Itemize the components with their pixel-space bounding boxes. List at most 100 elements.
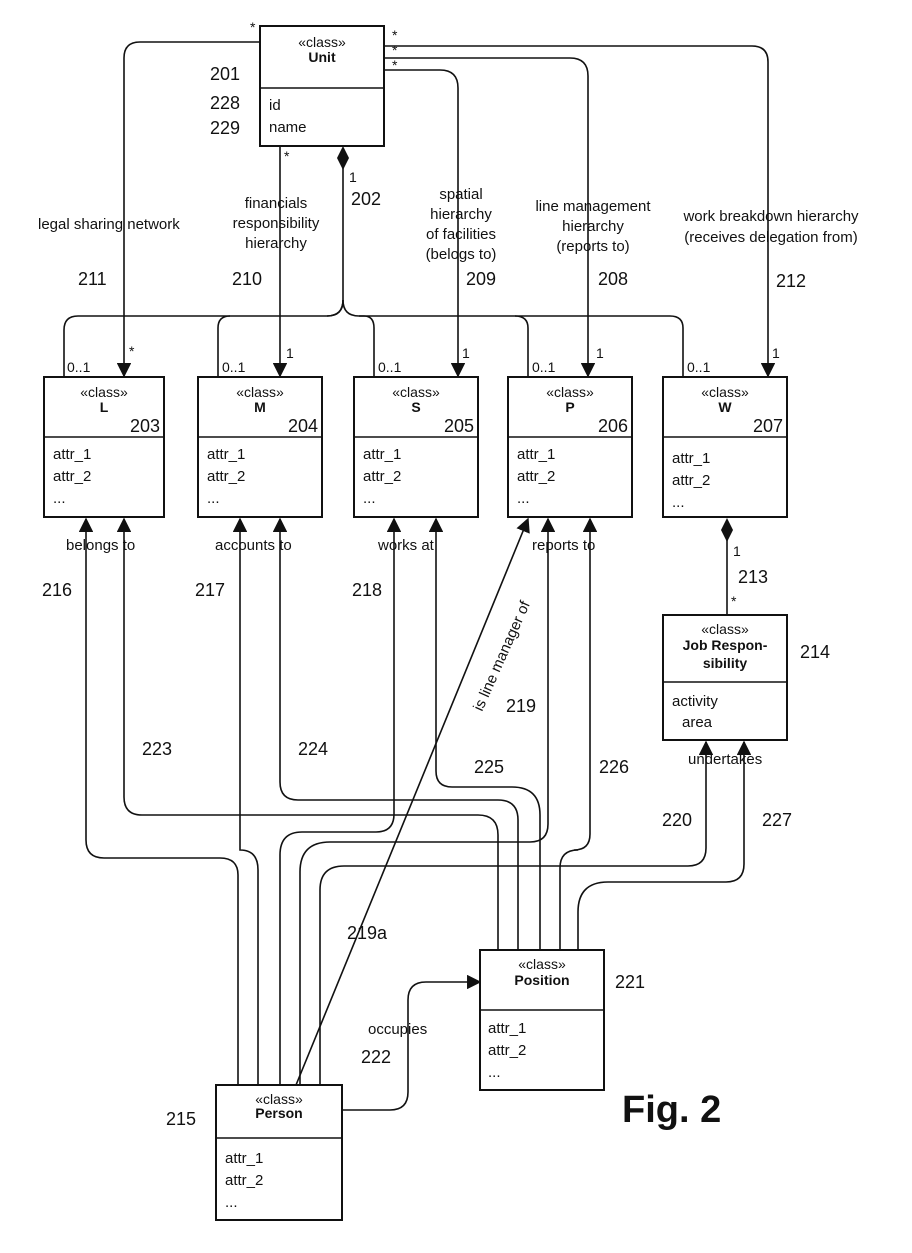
l-ref: 203 — [130, 416, 160, 436]
class-job-responsibility: «class» Job Respon- sibility activity ar… — [663, 615, 787, 740]
position-belongs-to-l — [124, 519, 498, 950]
composition-diamond-unit — [337, 146, 349, 170]
m-stereotype: «class» — [236, 384, 284, 400]
ref-212: 212 — [776, 271, 806, 291]
ref-210: 210 — [232, 269, 262, 289]
ref-224: 224 — [298, 739, 328, 759]
spatial-label-line-1: spatial — [439, 186, 482, 203]
ref-213: 213 — [738, 567, 768, 587]
ref-216: 216 — [42, 580, 72, 600]
ref-217: 217 — [195, 580, 225, 600]
m-attr-2: attr_2 — [207, 468, 245, 485]
ref-219a: 219a — [347, 923, 388, 943]
w-ref: 207 — [753, 416, 783, 436]
occupies-label: occupies — [368, 1021, 427, 1038]
unit-attr-id: id — [269, 97, 281, 114]
s-attr-more: ... — [363, 490, 376, 507]
spatial-label-line-4: (belogs to) — [426, 246, 497, 263]
mult-job-star: * — [731, 593, 737, 609]
connectors — [64, 42, 768, 1110]
financials-label-line-3: hierarchy — [245, 235, 307, 252]
ref-228: 228 — [210, 93, 240, 113]
position-attr-more: ... — [488, 1064, 501, 1081]
mult-unit-work-star: * — [392, 27, 398, 43]
l-class-name: L — [100, 399, 109, 415]
composition-diamond-w — [721, 518, 733, 542]
person-attr-2: attr_2 — [225, 1172, 263, 1189]
mult-w-job-one: 1 — [733, 543, 741, 559]
position-class-name: Position — [514, 972, 569, 988]
position-attr-2: attr_2 — [488, 1042, 526, 1059]
s-stereotype: «class» — [392, 384, 440, 400]
w-class-name: W — [718, 399, 732, 415]
mult-l-zero-one: 0..1 — [67, 359, 91, 375]
ref-225: 225 — [474, 757, 504, 777]
s-attr-2: attr_2 — [363, 468, 401, 485]
line-management-label-line-2: hierarchy — [562, 218, 624, 235]
financials-label-line-1: financials — [245, 195, 308, 212]
p-attr-more: ... — [517, 490, 530, 507]
unit-class-name: Unit — [308, 49, 336, 65]
position-accounts-to-m — [280, 519, 518, 950]
p-ref: 206 — [598, 416, 628, 436]
ref-201: 201 — [210, 64, 240, 84]
m-ref: 204 — [288, 416, 318, 436]
mult-w-zero-one: 0..1 — [687, 359, 711, 375]
job-stereotype: «class» — [701, 621, 749, 637]
unit-attr-name: name — [269, 119, 307, 136]
multiplicities: * * * * * 1 0..1 * 0..1 1 0..1 1 0..1 1 … — [67, 19, 780, 609]
m-class-name: M — [254, 399, 266, 415]
ref-214: 214 — [800, 642, 830, 662]
ref-215: 215 — [166, 1109, 196, 1129]
line-management-label-line-3: (reports to) — [556, 238, 629, 255]
class-position: «class» Position attr_1 attr_2 ... — [480, 950, 604, 1090]
m-attr-more: ... — [207, 490, 220, 507]
mult-m-one: 1 — [286, 345, 294, 361]
s-ref: 205 — [444, 416, 474, 436]
person-attr-more: ... — [225, 1194, 238, 1211]
w-attr-1: attr_1 — [672, 450, 710, 467]
ref-202: 202 — [351, 189, 381, 209]
line-management-label-line-1: line management — [535, 198, 651, 215]
person-attr-1: attr_1 — [225, 1150, 263, 1167]
class-m: «class» M 204 attr_1 attr_2 ... — [198, 377, 322, 517]
mult-m-zero-one: 0..1 — [222, 359, 246, 375]
ref-211: 211 — [78, 269, 107, 289]
person-belongs-to-l — [86, 519, 238, 1085]
ref-219: 219 — [506, 696, 536, 716]
class-unit: «class» Unit id name — [260, 26, 384, 146]
association-labels: belongs to accounts to works at reports … — [66, 537, 762, 1038]
belongs-to-label: belongs to — [66, 537, 135, 554]
mult-w-one: 1 — [772, 345, 780, 361]
mult-s-zero-one: 0..1 — [378, 359, 402, 375]
legal-sharing-network-label: legal sharing network — [38, 216, 180, 233]
class-person: «class» Person attr_1 attr_2 ... — [216, 1085, 342, 1220]
p-attr-2: attr_2 — [517, 468, 555, 485]
p-stereotype: «class» — [546, 384, 594, 400]
person-accounts-to-m — [240, 519, 258, 1085]
person-occupies-position — [342, 982, 480, 1110]
ref-221: 221 — [615, 972, 645, 992]
composition-branch-s — [343, 300, 374, 377]
ref-227: 227 — [762, 810, 792, 830]
undertakes-label: undertakes — [688, 751, 762, 768]
position-attr-1: attr_1 — [488, 1020, 526, 1037]
hierarchy-labels: legal sharing network financials respons… — [38, 186, 859, 263]
w-attr-more: ... — [672, 494, 685, 511]
class-l: «class» L 203 attr_1 attr_2 ... — [44, 377, 164, 517]
mult-unit-legal-star: * — [250, 19, 256, 35]
financials-label-line-2: responsibility — [233, 215, 320, 232]
m-attr-1: attr_1 — [207, 446, 245, 463]
accounts-to-label: accounts to — [215, 537, 292, 554]
class-w: «class» W 207 attr_1 attr_2 ... — [663, 377, 787, 517]
w-attr-2: attr_2 — [672, 472, 710, 489]
work-breakdown-label-line-2: (receives delegation from) — [684, 229, 857, 246]
ref-209: 209 — [466, 269, 496, 289]
reports-to-label: reports to — [532, 537, 595, 554]
mult-unit-composition-one: 1 — [349, 169, 357, 185]
p-attr-1: attr_1 — [517, 446, 555, 463]
ref-222: 222 — [361, 1047, 391, 1067]
spatial-label-line-2: hierarchy — [430, 206, 492, 223]
position-works-at-s — [436, 519, 540, 950]
ref-218: 218 — [352, 580, 382, 600]
